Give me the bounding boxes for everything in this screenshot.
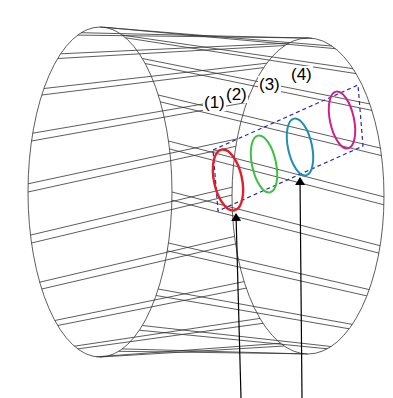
pointer-arrow — [236, 214, 241, 398]
drum-slat — [126, 38, 356, 74]
drum-slat — [55, 282, 244, 321]
drum-slat — [100, 346, 284, 357]
drum-wireframe — [28, 27, 384, 357]
drum-slat — [96, 343, 280, 357]
drum-slat — [145, 64, 372, 111]
drum-slat — [169, 243, 370, 290]
drum-slat — [122, 35, 353, 69]
drum-slat — [172, 200, 379, 253]
drum-slat — [44, 63, 267, 88]
drum-slat — [158, 95, 380, 148]
dashed-tube — [213, 85, 363, 211]
drum-slat — [32, 195, 233, 243]
pointer-arrow — [300, 178, 302, 398]
callout-number: (2) — [225, 86, 248, 103]
callout-number: (4) — [290, 66, 313, 83]
drum-slat — [142, 59, 369, 104]
drum-slat — [42, 244, 236, 289]
section-ring — [324, 89, 360, 151]
drum-slat — [74, 318, 260, 346]
drum-slat — [40, 236, 235, 282]
callout-number: (3) — [258, 76, 281, 93]
drum-slat — [31, 187, 233, 235]
drum-slat — [28, 139, 237, 184]
section-ring — [282, 116, 318, 178]
section-ring — [246, 133, 282, 195]
callout-number: (1) — [203, 94, 226, 111]
drum-slat — [58, 288, 247, 325]
drum-slat — [78, 323, 263, 349]
drum-slat — [139, 330, 327, 349]
drum-slat — [104, 27, 336, 49]
section-ring — [208, 147, 248, 213]
drum-slat — [28, 146, 236, 192]
drum-slat — [61, 43, 289, 54]
drum-slat — [167, 251, 367, 296]
drum-slat — [172, 192, 380, 246]
